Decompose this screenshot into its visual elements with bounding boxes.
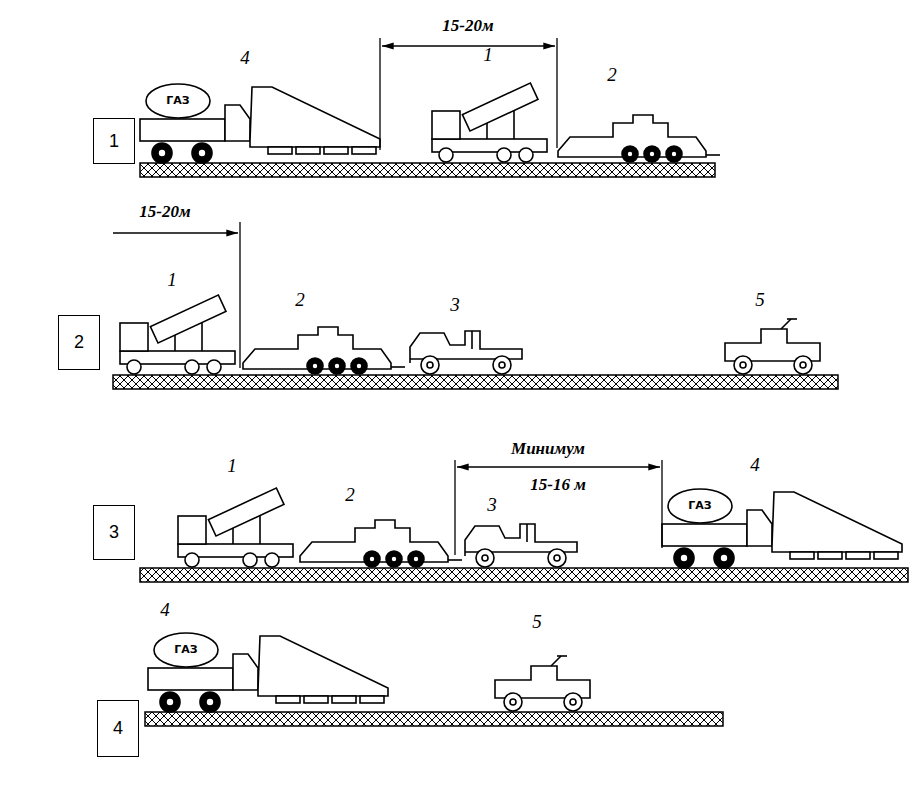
callout-number: 2 — [607, 65, 617, 86]
gas-truck — [140, 84, 380, 163]
crane-vehicle — [465, 524, 577, 567]
row-number: 3 — [109, 522, 119, 543]
launcher-vehicle — [432, 83, 547, 162]
row-number: 2 — [74, 332, 84, 353]
launcher-vehicle — [178, 488, 293, 567]
row-number: 4 — [113, 718, 123, 739]
callout-number: 1 — [227, 456, 237, 477]
dimension-line — [113, 222, 240, 368]
tank-marking: ГАЗ — [688, 500, 711, 512]
tank-marking: ГАЗ — [174, 644, 197, 656]
callout-number: 1 — [167, 270, 177, 291]
dimension-text: Минимум — [509, 440, 587, 459]
callout-number: 4 — [240, 48, 250, 69]
launcher-vehicle — [120, 295, 235, 374]
tank-marking: ГАЗ — [166, 95, 189, 107]
callout-number: 1 — [483, 45, 493, 66]
row-number-box: 4 — [97, 700, 139, 757]
ground-strip — [113, 375, 838, 389]
row-number: 1 — [109, 131, 119, 152]
transporter-vehicle — [558, 115, 720, 162]
callout-number: 4 — [750, 455, 760, 476]
jeep-vehicle — [495, 656, 590, 711]
ground-strip — [140, 163, 715, 177]
callout-number: 2 — [295, 290, 305, 311]
dimension-text: 15-16 м — [528, 476, 588, 495]
dimension-text: 15-20м — [440, 17, 495, 36]
jeep-vehicle — [725, 319, 820, 374]
ground-strip — [140, 568, 908, 582]
callout-number: 2 — [345, 485, 355, 506]
row-number-box: 1 — [93, 118, 135, 164]
callout-number: 5 — [532, 612, 542, 633]
callout-number: 3 — [450, 295, 460, 316]
dimension-text: 15-20м — [137, 203, 192, 222]
transporter-vehicle — [243, 327, 405, 374]
row-number-box: 3 — [93, 505, 135, 560]
dimension-line — [455, 460, 662, 555]
transporter-vehicle — [300, 520, 462, 567]
callout-number: 4 — [160, 600, 170, 621]
crane-vehicle — [410, 331, 522, 374]
dimension-line — [380, 38, 557, 150]
callout-number: 5 — [755, 290, 765, 311]
row-number-box: 2 — [58, 315, 100, 370]
gas-truck — [662, 489, 902, 568]
callout-number: 3 — [487, 495, 497, 516]
ground-strip — [145, 712, 723, 726]
gas-truck — [148, 633, 388, 712]
